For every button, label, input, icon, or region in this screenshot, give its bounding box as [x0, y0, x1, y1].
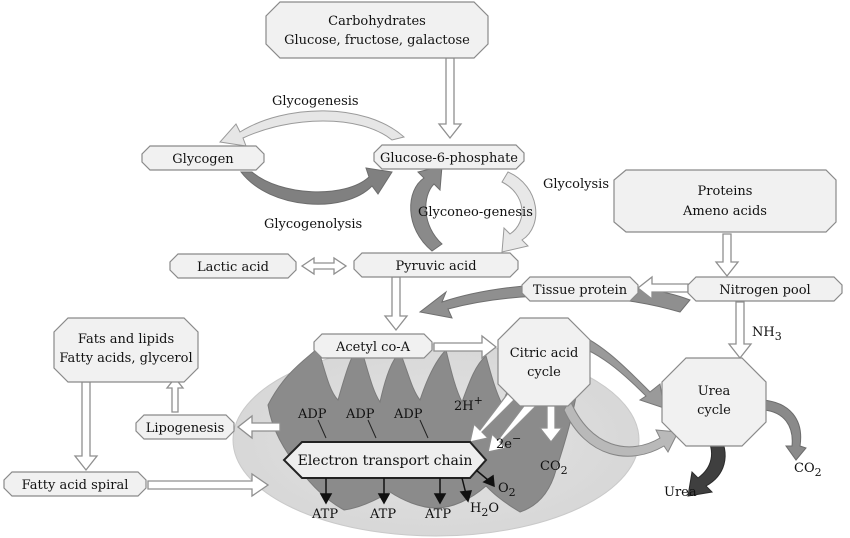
proteins-title: Proteins [698, 184, 753, 199]
h2o-tail: O [488, 501, 499, 516]
lipogenesis-node: Lipogenesis [135, 414, 235, 440]
pyruvic-acid-label: Pyruvic acid [395, 259, 476, 274]
lactic-pyruvic-arrow [300, 256, 348, 276]
co2-urea-label: CO2 [794, 461, 822, 479]
tissue-protein-label: Tissue protein [533, 283, 628, 298]
o2-label: O2 [498, 481, 516, 499]
co2-urea-base: CO [794, 461, 815, 476]
urea-co2-arrow [761, 399, 807, 461]
proteins-to-nitrogen-arrow [714, 233, 740, 278]
glycogenolysis-arrow [239, 167, 393, 205]
atp-label-2: ATP [369, 507, 396, 522]
glycogenesis-arrow [219, 110, 406, 147]
glyconeogenesis-label: Glyconeo-genesis [418, 205, 533, 220]
co2-citric-sub: 2 [561, 464, 568, 477]
atp-label-3: ATP [424, 507, 451, 522]
glucose-6-phosphate-label: Glucose-6-phosphate [380, 151, 518, 166]
two-e-minus-label: 2e− [496, 432, 521, 452]
nh3-label: NH3 [752, 325, 782, 343]
citric-to-etc-2e-arrow [487, 397, 539, 453]
acetyl-to-citric-arrow [433, 334, 498, 360]
lactic-acid-label: Lactic acid [197, 260, 269, 275]
acetyl-coa-node: Acetyl co-A [313, 333, 433, 359]
o2-base: O [498, 481, 509, 496]
spiral-to-etc-arrow [147, 472, 270, 498]
adp-leaders [317, 419, 429, 439]
urea-cycle-node: Urea cycle [661, 357, 767, 447]
glycogen-node: Glycogen [141, 145, 265, 171]
co2-citric-label: CO2 [540, 459, 568, 477]
h2o-label: H2O [470, 501, 499, 519]
urea-output-arrow [687, 431, 726, 497]
fats-subtitle: Fatty acids, glycerol [59, 351, 192, 366]
glucose-6-phosphate-node: Glucose-6-phosphate [373, 144, 525, 170]
nh3-sub: 3 [775, 330, 782, 343]
citric-acid-subtitle: cycle [527, 365, 561, 380]
carbohydrates-node: Carbohydrates Glucose, fructose, galacto… [265, 1, 489, 59]
mito-to-lipogenesis-arrow [236, 414, 281, 440]
glycolysis-arrow [501, 171, 537, 253]
glycolysis-label: Glycolysis [543, 177, 609, 192]
fatty-acid-spiral-label: Fatty acid spiral [22, 478, 129, 493]
nitrogen-to-tissue-arrow [636, 275, 689, 301]
proteins-subtitle: Ameno acids [682, 204, 767, 219]
urea-cycle-subtitle: cycle [697, 403, 731, 418]
lipogenesis-to-fats-arrow [165, 376, 185, 413]
tissue-protein-node: Tissue protein [521, 276, 639, 302]
nh3-base: NH [752, 325, 775, 340]
h2o-base: H [470, 501, 481, 516]
atp-arrows [319, 469, 495, 505]
co2-urea-sub: 2 [815, 466, 822, 479]
adp-label-2: ADP [345, 407, 375, 422]
lipogenesis-label: Lipogenesis [146, 421, 225, 436]
nitrogen-pool-node: Nitrogen pool [687, 276, 843, 302]
adp-label-1: ADP [297, 407, 327, 422]
acetyl-coa-label: Acetyl co-A [335, 340, 411, 355]
glycogenolysis-label: Glycogenolysis [264, 217, 362, 232]
urea-label: Urea [664, 485, 697, 500]
fats-title: Fats and lipids [78, 332, 174, 347]
pyruvic-acid-node: Pyruvic acid [353, 252, 519, 278]
fats-to-spiral-arrow [73, 381, 99, 472]
two-h-plus-sup: + [474, 394, 483, 407]
two-e-minus-base: 2e [496, 437, 512, 452]
two-h-plus-label: 2H+ [454, 394, 483, 414]
nitrogen-pool-label: Nitrogen pool [719, 283, 810, 298]
carbohydrates-subtitle: Glucose, fructose, galactose [284, 33, 470, 48]
adp-label-3: ADP [393, 407, 423, 422]
carbs-to-g6p-arrow [437, 57, 463, 140]
o2-sub: 2 [509, 486, 516, 499]
carbohydrates-title: Carbohydrates [328, 14, 426, 29]
fatty-acid-spiral-node: Fatty acid spiral [3, 471, 147, 497]
fats-lipids-node: Fats and lipids Fatty acids, glycerol [53, 317, 199, 383]
mito-to-urea-swoosh [563, 398, 679, 457]
two-h-plus-base: 2H [454, 399, 474, 414]
citric-acid-title: Citric acid [510, 346, 579, 361]
glycogen-label: Glycogen [172, 152, 234, 167]
lactic-acid-node: Lactic acid [169, 253, 297, 279]
two-e-minus-sup: − [512, 432, 521, 445]
urea-cycle-title: Urea [698, 384, 731, 399]
proteins-node: Proteins Ameno acids [613, 169, 837, 233]
nitrogen-to-urea-arrow [727, 301, 753, 360]
etc-label: Electron transport chain [298, 453, 473, 469]
pyruvic-to-acetyl-arrow [383, 276, 409, 332]
co2-citric-base: CO [540, 459, 561, 474]
citric-acid-cycle-node: Citric acid cycle [497, 317, 591, 407]
h2o-sub: 2 [481, 506, 488, 519]
glycogenesis-label: Glycogenesis [272, 94, 359, 109]
atp-label-1: ATP [311, 507, 338, 522]
electron-transport-chain-node: Electron transport chain [282, 441, 488, 479]
